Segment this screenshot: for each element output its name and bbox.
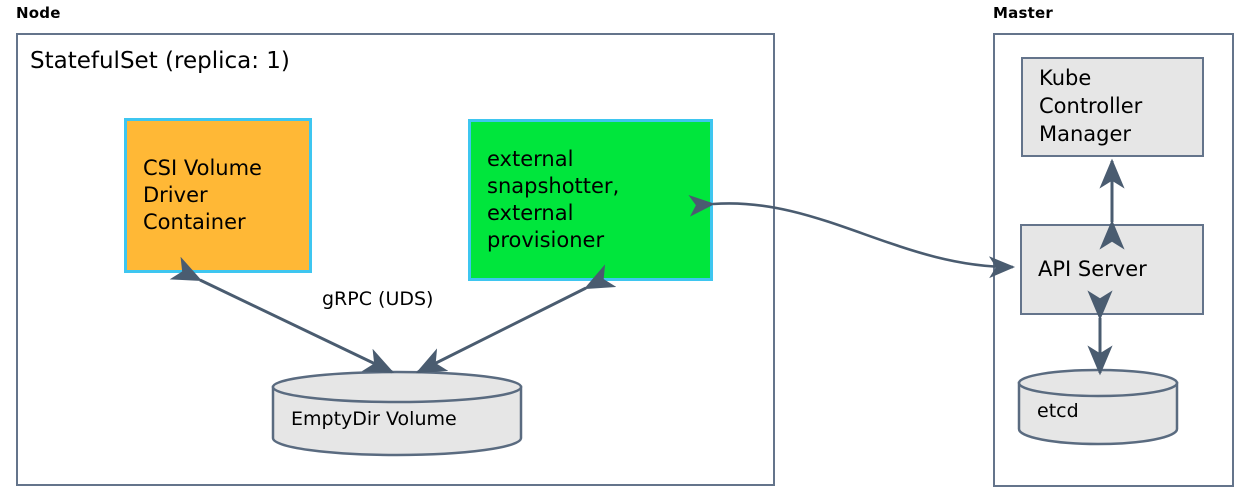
kcm-line-3: Manager bbox=[1039, 121, 1132, 146]
csi-line-2: Driver bbox=[143, 183, 208, 208]
api-server-label: API Server bbox=[1038, 256, 1147, 281]
etcd-label: etcd bbox=[1037, 400, 1079, 422]
api-server-box[interactable]: API Server bbox=[1020, 224, 1204, 315]
csi-line-1: CSI Volume bbox=[143, 156, 262, 181]
kcm-line-1: Kube bbox=[1039, 66, 1092, 91]
emptydir-volume-cylinder[interactable] bbox=[270, 370, 524, 462]
ext-line-4: provisioner bbox=[487, 227, 605, 252]
ext-line-3: external bbox=[487, 201, 574, 225]
node-group-label: Node bbox=[16, 4, 61, 22]
ext-line-2: snapshotter, bbox=[487, 174, 620, 199]
csi-line-3: Container bbox=[143, 209, 246, 234]
emptydir-volume-shape bbox=[271, 370, 523, 457]
statefulset-title: StatefulSet (replica: 1) bbox=[30, 48, 290, 74]
emptydir-volume-label: EmptyDir Volume bbox=[291, 408, 457, 430]
master-group-label: Master bbox=[993, 4, 1053, 22]
kcm-line-2: Controller bbox=[1039, 94, 1143, 119]
grpc-uds-edge-label: gRPC (UDS) bbox=[322, 288, 434, 310]
ext-line-1: external bbox=[487, 147, 574, 172]
